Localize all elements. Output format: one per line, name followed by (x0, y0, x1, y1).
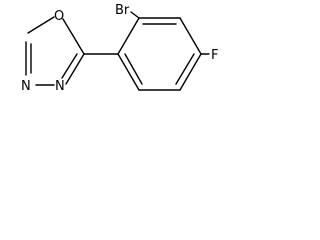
bond-n3-c2-double (61, 53, 78, 79)
atom-label-f: F (211, 48, 218, 63)
atom-label-br: Br (115, 3, 130, 18)
bond-c3-c4prime (179, 17, 202, 55)
bond-c2prime-br (130, 11, 140, 19)
bond-c6-c1prime-double (124, 53, 143, 85)
bond-c4-c5prime-double (175, 53, 195, 85)
bond-n3-c2 (65, 53, 85, 85)
benzene-ring (117, 17, 202, 91)
atom-label-o: O (54, 9, 64, 24)
bond-c1-c2prime (117, 17, 140, 55)
bond-o-c2 (62, 18, 85, 55)
chemical-structure-diagram: O N N Br F (21, 3, 218, 94)
atom-label-n-left: N (21, 79, 31, 94)
oxadiazole-ring (25, 16, 85, 86)
bond-o-c5 (27, 16, 55, 34)
bond-c6-c1prime (117, 53, 140, 91)
bond-c4-c5prime (179, 53, 202, 91)
atom-label-n-right: N (55, 79, 65, 94)
